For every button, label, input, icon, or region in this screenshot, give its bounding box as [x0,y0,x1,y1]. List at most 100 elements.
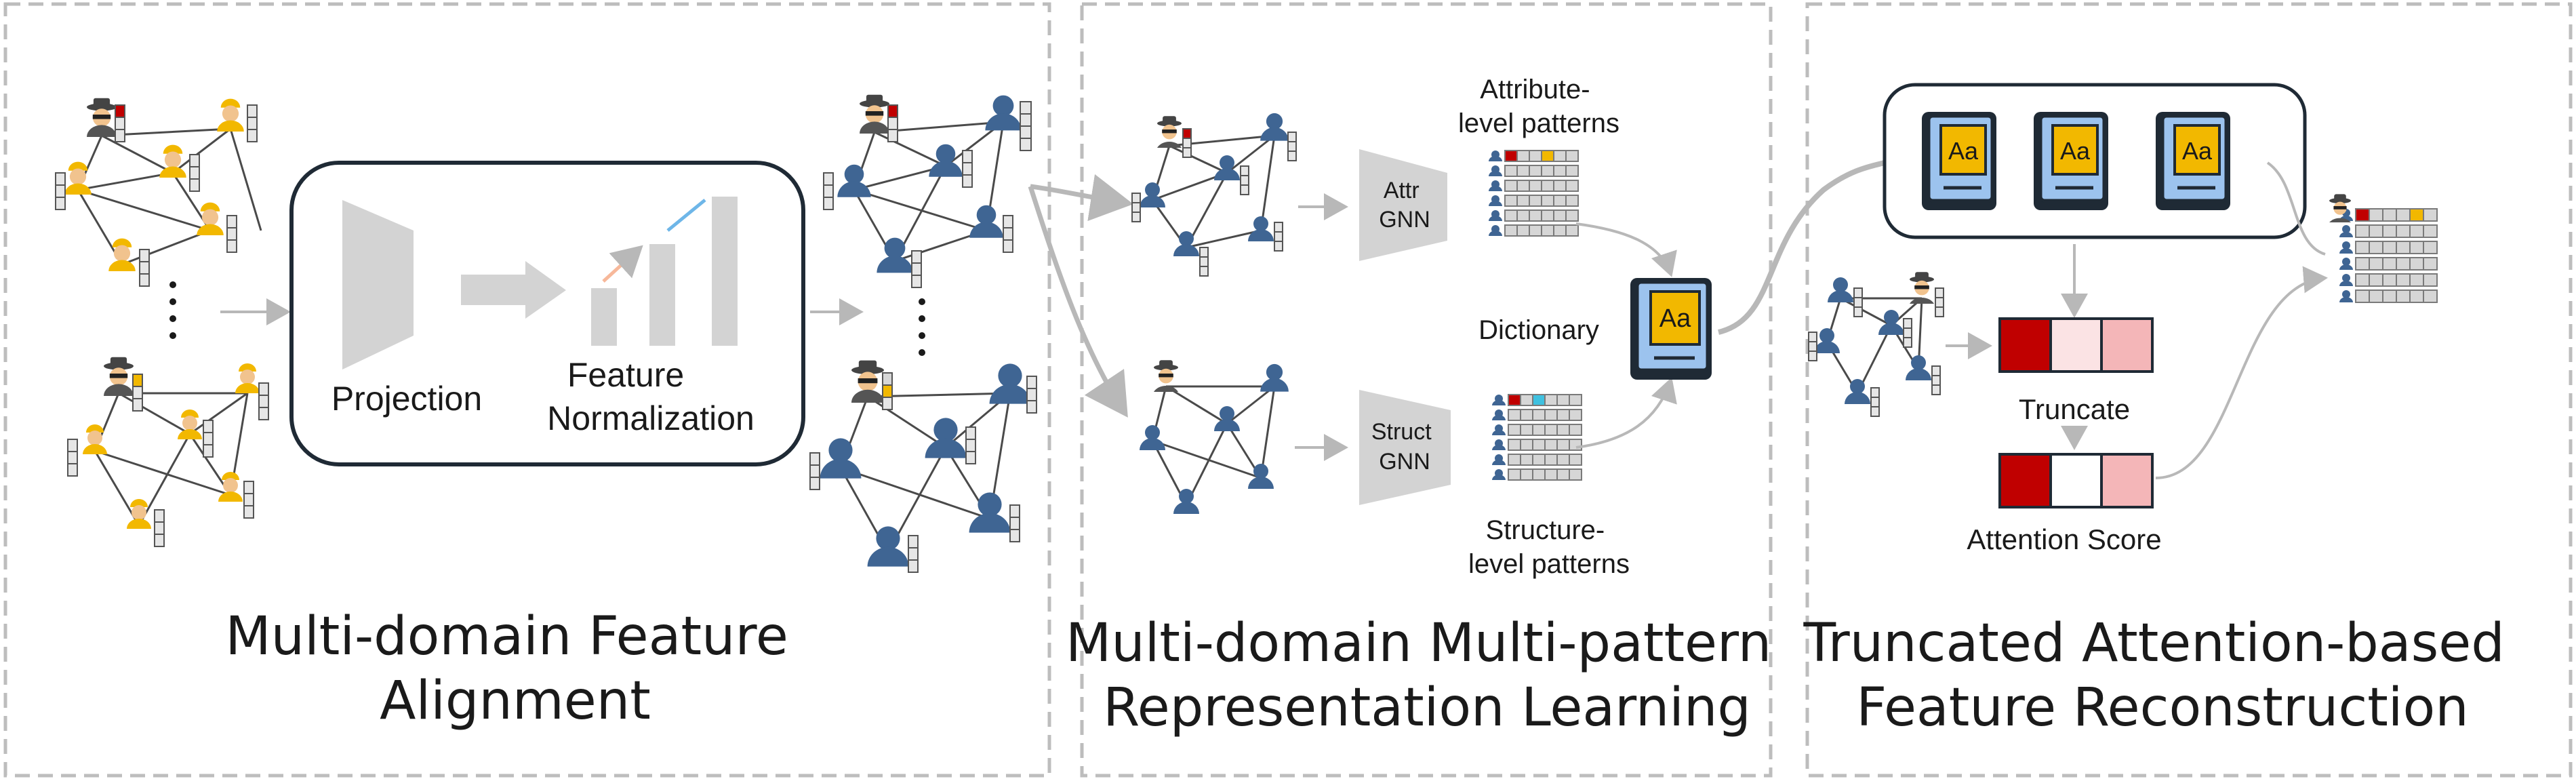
matrix-cell [1556,394,1570,406]
matrix-cell [1569,468,1582,481]
svg-text:Aa: Aa [2060,137,2091,165]
matrix-cell [2369,224,2383,238]
user-icon [929,144,973,188]
arrow-dictionary-to-codebook [1718,160,1885,335]
user-icon [1906,355,1941,395]
matrix-cell [1556,439,1570,451]
user-icon [1492,410,1506,420]
matrix-cell [2396,208,2411,222]
worker-icon [218,472,254,519]
user-icon [925,418,976,464]
normalization-label-line-2: Normalization [547,399,754,437]
structure-pattern-matrix [1492,394,1582,481]
matrix-cell [1520,424,1533,436]
matrix-cell [1508,454,1521,466]
worker-icon [235,363,269,420]
matrix-cell [2369,257,2383,271]
section-title-reconstruction-line-1: Truncated Attention-based [1803,613,2504,674]
attribute-pattern-matrix [1489,150,1579,237]
projection-arrow-icon [461,261,566,319]
matrix-cell [1508,468,1521,481]
matrix-cell [1553,209,1567,222]
matrix-cell [1508,409,1521,421]
matrix-cell [1504,165,1518,177]
user-icon [1492,454,1506,465]
user-icon [1489,151,1502,161]
matrix-cell [1569,394,1582,406]
matrix-cell [1556,454,1570,466]
norm-bar-2 [649,244,675,346]
matrix-cell [2382,289,2397,303]
matrix-cell [1541,150,1554,162]
svg-text:Aa: Aa [2182,137,2213,165]
matrix-cell [1516,224,1530,237]
user-icon [1489,195,1502,206]
struct-gnn-label-line-2: GNN [1379,449,1430,475]
section-title-reconstruction-line-2: Feature Reconstruction [1856,677,2468,738]
matrix-cell [2396,257,2411,271]
section-title-alignment: Multi-domain Feature Alignment [225,606,805,732]
user-icon [877,237,922,288]
user-icon [989,363,1037,414]
attr-graph [1151,134,1276,249]
matrix-cell [2396,224,2411,238]
svg-text:Aa: Aa [1948,137,1979,165]
user-icon [1492,439,1506,450]
spy-icon [87,98,125,142]
matrix-cell [1544,468,1558,481]
user-icon [2339,258,2353,270]
matrix-cell [1544,454,1558,466]
matrix-cell [1565,224,1579,237]
spy-icon [860,94,898,142]
user-icon [985,95,1032,151]
attention-score-label: Attention Score [1967,523,2161,555]
matrix-cell [2355,208,2370,222]
attribute-patterns-label: Attribute- level patterns [1458,75,1619,138]
matrix-cell [2423,289,2438,303]
normalization-label-line-1: Feature [567,356,684,394]
user-icon [1248,464,1274,489]
norm-arrow-blue [666,199,706,232]
graph-nodes [55,94,2351,573]
matrix-cell [1553,180,1567,192]
user-icon [969,205,1013,253]
worker-icon [159,144,200,192]
svg-text:Aa: Aa [1659,304,1691,333]
worker-icon [217,98,258,142]
matrix-cell [1532,394,1546,406]
matrix-cell [1541,180,1554,192]
norm-arrow-orange [602,245,643,283]
matrix-cell [1516,165,1530,177]
user-icon [1260,113,1297,161]
matrix-cell [1553,195,1567,207]
matrix-cell [1529,180,1542,192]
matrix-cell [1508,439,1521,451]
arrow-struct-to-dictionary [1575,377,1677,449]
section-panel-reconstruction [1805,2,2573,778]
matrix-cell [1541,195,1554,207]
matrix-cell [2382,241,2397,254]
matrix-cell [2409,257,2424,271]
matrix-cell [1516,180,1530,192]
attribute-patterns-label-line-1: Attribute- [1480,75,1590,104]
arrow-attr-to-dictionary [1575,222,1677,277]
matrix-cell [2355,241,2370,254]
attr-gnn-label-line-2: GNN [1379,207,1430,233]
matrix-cell [1516,195,1530,207]
matrix-cell [2409,208,2424,222]
user-icon [1492,424,1506,435]
reconstructed-feature-matrix [2339,208,2438,303]
matrix-cell [1516,209,1530,222]
worker-icon [108,238,150,287]
book-icon: Aa [2156,112,2230,210]
user-icon [1248,216,1283,252]
matrix-cell [2423,241,2438,254]
matrix-cell [1520,409,1533,421]
projection-label: Projection [331,380,482,418]
matrix-cell [1569,409,1582,421]
matrix-cell [1544,439,1558,451]
user-icon [1489,180,1502,191]
matrix-cell [1553,224,1567,237]
matrix-cell [1504,180,1518,192]
matrix-cell [1544,424,1558,436]
